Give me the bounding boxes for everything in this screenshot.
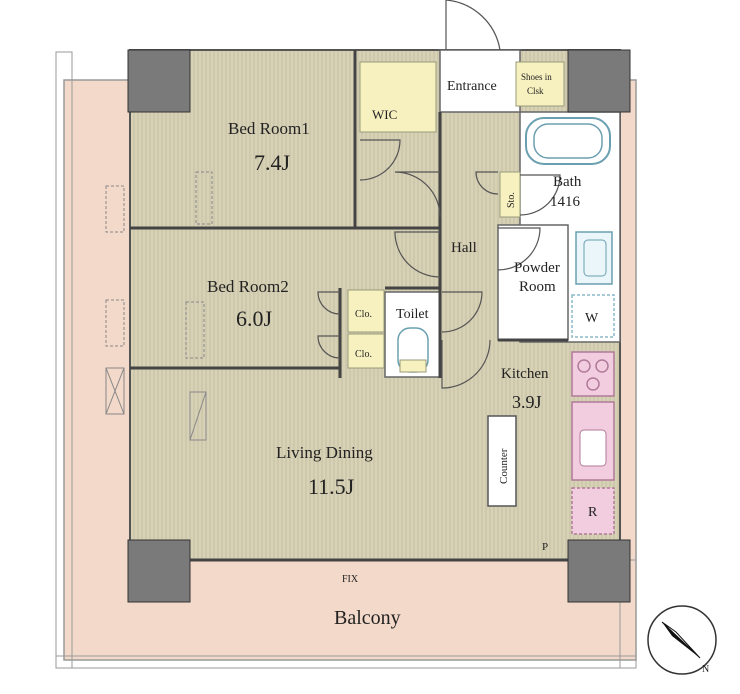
pillar-top-right [567, 49, 631, 113]
room-size-bath: 1416 [550, 194, 581, 210]
room-name-bath: Bath [553, 174, 582, 190]
room-name-entrance: Entrance [447, 79, 497, 94]
washer-space [571, 294, 615, 338]
toilet-fixture [397, 327, 429, 373]
room-name-balcony: Balcony [334, 607, 401, 629]
powder-room-line1: Powder [514, 260, 560, 276]
counter-label: Counter [498, 448, 510, 484]
room-size-kitchen: 3.9J [512, 392, 542, 412]
room-name-toilet: Toilet [396, 307, 429, 322]
sto-closet [499, 171, 521, 218]
clo-closet-2 [347, 333, 385, 369]
sto-door [475, 171, 499, 195]
stove [571, 351, 615, 397]
counter [487, 415, 517, 507]
bathtub [525, 117, 611, 165]
bath-door [519, 174, 561, 216]
kitchen-sink [571, 401, 615, 481]
sto-label: Sto. [506, 192, 517, 208]
kitchen-fixtures [487, 351, 615, 535]
vanity-sink [575, 231, 613, 285]
shoes-closet [515, 61, 565, 107]
pillars [127, 49, 631, 603]
powder-room-line2: Room [519, 279, 556, 295]
room-name-bedroom2: Bed Room2 [207, 277, 289, 296]
wic-closet [359, 61, 437, 133]
pantry-label: P [542, 541, 548, 553]
room-name-wic: WIC [372, 107, 397, 122]
shoes-in-closet-line1: Shoes in [521, 72, 552, 82]
fridge-label: R [588, 505, 598, 520]
room-name-living: Living Dining [276, 443, 373, 462]
clo-door-2 [317, 335, 341, 359]
clo-label-2: Clo. [355, 349, 372, 360]
pillar-bottom-left [127, 539, 191, 603]
shoes-in-closet-line2: Clsk [527, 86, 544, 96]
powder-door [497, 227, 541, 271]
room-size-bedroom1: 7.4J [254, 150, 291, 175]
room-name-hall: Hall [451, 240, 477, 256]
window-marks [105, 171, 213, 441]
clo-closet-1 [347, 289, 385, 333]
bedroom1-door [394, 171, 441, 218]
front-door [445, 0, 501, 51]
fridge-space [571, 487, 615, 535]
pillar-bottom-right [567, 539, 631, 603]
clo-door-1 [317, 291, 341, 315]
pillar-top-left [127, 49, 191, 113]
room-size-living: 11.5J [308, 474, 355, 499]
doors [317, 0, 561, 389]
living-door [441, 339, 491, 389]
toilet-door [441, 291, 483, 333]
room-size-bedroom2: 6.0J [236, 306, 273, 331]
clo-label-1: Clo. [355, 309, 372, 320]
room-name-kitchen: Kitchen [501, 366, 549, 382]
fix-window-label: FIX [342, 574, 359, 585]
bedroom1-wic-door [359, 139, 401, 181]
compass [647, 605, 717, 675]
closets [347, 61, 615, 369]
washer-label: W [585, 311, 599, 326]
compass-north-label: N [702, 664, 709, 675]
room-name-bedroom1: Bed Room1 [228, 119, 310, 138]
walls [130, 50, 620, 562]
bedroom2-door [394, 231, 441, 278]
